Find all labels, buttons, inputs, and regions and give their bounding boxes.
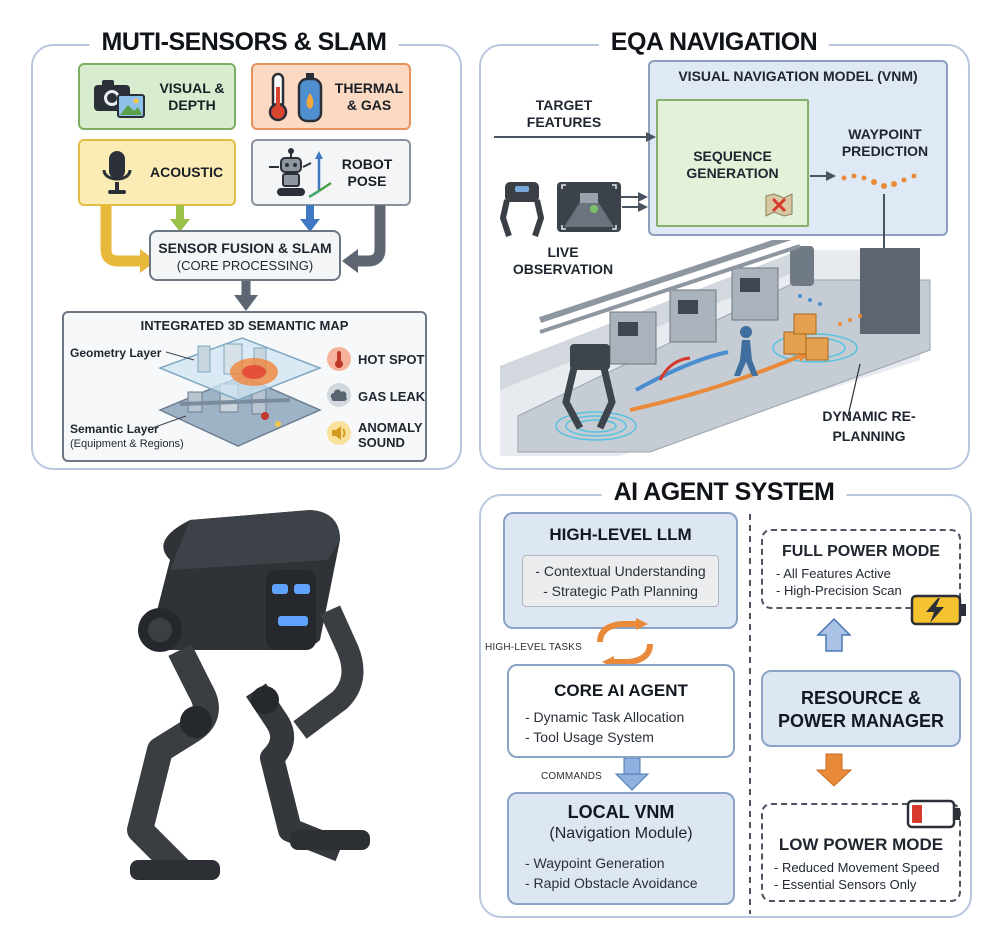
speaker-icon (327, 421, 351, 445)
target-features-label: TARGET FEATURES (526, 97, 602, 130)
sequence-generation-label: SEQUENCE GENERATION (686, 148, 779, 181)
core-item: - Tool Usage System (525, 729, 654, 745)
llm-item: - Contextual Understanding (535, 563, 706, 579)
thermometer-icon (268, 72, 288, 121)
high-level-llm-list: - Contextual Understanding - Strategic P… (522, 555, 719, 607)
commands-label: COMMANDS (541, 771, 603, 782)
core-item: - Dynamic Task Allocation (525, 709, 685, 725)
resource-manager-box: RESOURCE & POWER MANAGER (761, 670, 961, 747)
full-power-title: FULL POWER MODE (782, 543, 940, 560)
high-level-llm-title: HIGH-LEVEL LLM (549, 525, 692, 544)
up-arrow (816, 617, 852, 652)
semantic-layer-leader (152, 415, 187, 429)
high-level-llm-box: HIGH-LEVEL LLM - Contextual Understandin… (503, 512, 738, 629)
facility-illustration (500, 240, 931, 456)
agent-panel-title: AI AGENT SYSTEM (601, 478, 847, 507)
semantic-layer-sublabel: (Equipment & Regions) (70, 438, 184, 450)
full-power-item: - High-Precision Scan (776, 583, 902, 598)
waypoint-prediction-label: WAYPOINT PREDICTION (841, 126, 929, 159)
map-cross-icon (765, 193, 793, 217)
camera-view (557, 182, 621, 232)
thermal-gas-label: THERMAL & GAS (334, 79, 404, 113)
full-power-item: - All Features Active (776, 566, 891, 581)
low-power-item: - Essential Sensors Only (774, 877, 917, 892)
llm-item: - Strategic Path Planning (543, 583, 698, 599)
local-vnm-subtitle: (Navigation Module) (549, 825, 693, 842)
gas-cloud-icon (327, 383, 351, 407)
live-observation-label: LIVE OBSERVATION (512, 244, 614, 277)
dynamic-replanning-label: DYNAMIC RE-PLANNING (822, 408, 916, 444)
hot-spot-label: HOT SPOT (358, 352, 425, 367)
anomaly-sound-label: ANOMALY SOUND (358, 420, 423, 450)
camera-icon (94, 79, 145, 118)
hot-spot-icon (327, 347, 351, 371)
battery-full-icon (910, 594, 966, 626)
thermal-gas-box: THERMAL & GAS (251, 63, 411, 130)
commands-arrow (614, 758, 650, 791)
geometry-layer-leader (166, 351, 195, 361)
semantic-layer-label: Semantic Layer (70, 422, 159, 436)
geometry-layer-label: Geometry Layer (70, 346, 162, 360)
quadruped-robot-image (127, 510, 370, 880)
sensor-fusion-box: SENSOR FUSION & SLAM (CORE PROCESSING) (149, 230, 341, 281)
visual-depth-label: VISUAL & DEPTH (159, 79, 225, 113)
sensors-panel-title: MUTI-SENSORS & SLAM (89, 28, 399, 57)
down-arrow (815, 753, 853, 787)
acoustic-box: ACOUSTIC (78, 139, 236, 206)
resource-manager-label: RESOURCE & POWER MANAGER (778, 688, 944, 731)
cycle-arrows-icon (597, 618, 653, 668)
microphone-icon (102, 150, 132, 194)
core-ai-agent-title: CORE AI AGENT (554, 681, 688, 700)
high-level-tasks-label: HIGH-LEVEL TASKS (485, 642, 582, 653)
agent-divider (749, 514, 751, 914)
sensor-flow-arrows (100, 205, 386, 311)
vnm-title: VISUAL NAVIGATION MODEL (VNM) (678, 68, 918, 84)
low-power-title: LOW POWER MODE (778, 835, 944, 854)
semantic-map-illustration (157, 337, 323, 447)
low-power-item: - Reduced Movement Speed (774, 860, 940, 875)
semantic-map-title: INTEGRATED 3D SEMANTIC MAP (140, 318, 349, 333)
vnm-item: - Waypoint Generation (525, 855, 665, 871)
local-vnm-title: LOCAL VNM (567, 802, 675, 822)
waypoint-arrows (494, 132, 917, 280)
local-vnm-box: LOCAL VNM (Navigation Module) - Waypoint… (507, 792, 735, 905)
core-ai-agent-box: CORE AI AGENT - Dynamic Task Allocation … (507, 664, 735, 758)
live-observation-robot (499, 182, 545, 237)
vnm-item: - Rapid Obstacle Avoidance (525, 875, 698, 891)
battery-low-icon (906, 799, 960, 829)
sensor-fusion-subtitle: (CORE PROCESSING) (176, 258, 314, 273)
gas-leak-label: GAS LEAK (358, 389, 426, 404)
robot-pose-label: ROBOT POSE (341, 155, 393, 189)
eqa-panel-title: EQA NAVIGATION (598, 28, 830, 57)
acoustic-label: ACOUSTIC (150, 164, 224, 180)
sensor-fusion-title: SENSOR FUSION & SLAM (158, 240, 332, 256)
visual-depth-box: VISUAL & DEPTH (78, 63, 236, 130)
gas-cylinder-icon (297, 72, 323, 122)
observation-arrow (622, 202, 648, 212)
robot-icon (269, 147, 332, 198)
robot-pose-box: ROBOT POSE (251, 139, 411, 206)
